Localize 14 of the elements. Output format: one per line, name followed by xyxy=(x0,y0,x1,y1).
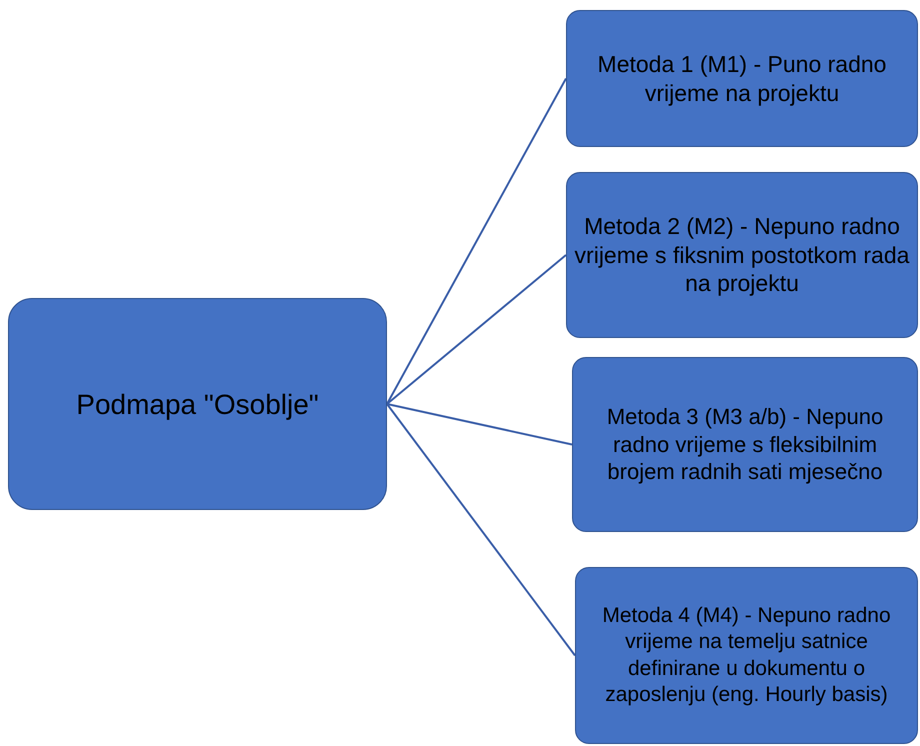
method-box xyxy=(566,172,918,338)
method-box xyxy=(575,567,918,744)
connector-line xyxy=(386,403,576,656)
node-text: Metoda 3 (M3 a/b) - Nepuno radno vrijeme s fleksibilnim brojem radnih sati mjesečno xyxy=(606,403,884,486)
method-box xyxy=(572,357,918,532)
node-text: Metoda 2 (M2) - Nepuno radno vrijeme s fiksnim postotkom rada na projektu xyxy=(574,212,910,298)
node-text: Metoda 1 (M1) - Puno radno vrijeme na projektu xyxy=(596,50,888,108)
node-text: Metoda 4 (M4) - Nepuno radno vrijeme na temelju satnice definirane u dokumentu o zaposlenju (eng. Hourly basis) xyxy=(601,603,892,708)
node-text: Podmapa "Osoblje" xyxy=(76,388,319,422)
method-box xyxy=(566,10,918,147)
connector-line xyxy=(386,254,567,405)
connector-line xyxy=(386,403,572,446)
topic-box xyxy=(8,298,387,510)
connector-line xyxy=(386,78,567,404)
